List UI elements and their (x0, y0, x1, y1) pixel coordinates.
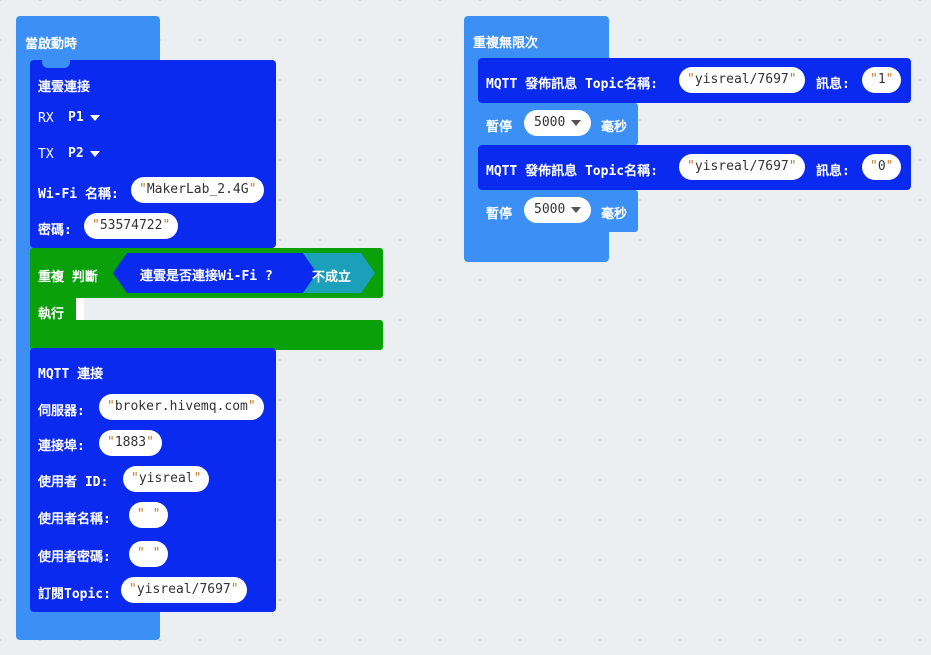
pause1-label: 暫停 (486, 120, 513, 135)
password-value: 53574722 (99, 218, 163, 233)
publish2-topic-input[interactable]: "yisreal/7697" (679, 154, 805, 180)
chevron-down-icon (571, 119, 582, 126)
condition-shape[interactable] (113, 253, 378, 293)
pause1-unit: 毫秒 (601, 120, 628, 135)
user-id-input[interactable]: "yisreal" (123, 466, 210, 492)
publish2-label: MQTT 發佈訊息 Topic名稱: (486, 164, 658, 179)
on-start-label: 當啟動時 (25, 37, 78, 52)
publish2-msg-input[interactable]: "0" (862, 154, 902, 180)
repeat-body-side (30, 296, 76, 322)
subscribe-label: 訂閱Topic: (38, 587, 111, 602)
publish2-msg-label: 訊息: (816, 164, 850, 179)
password-label: 密碼: (38, 223, 72, 238)
condition-label: 連雲是否連接Wi-Fi ? (140, 269, 273, 284)
tx-pin-value: P2 (68, 146, 84, 161)
server-label: 伺服器: (38, 404, 85, 419)
username-input[interactable]: " " (129, 502, 169, 528)
mqtt-connect-title: MQTT 連接 (38, 367, 104, 382)
port-input[interactable]: "1883" (99, 430, 162, 456)
wifi-name-input[interactable]: "MakerLab_2.4G" (131, 177, 265, 203)
pause2-ms-dropdown[interactable]: 5000 (524, 197, 592, 223)
password-input[interactable]: "53574722" (84, 213, 179, 239)
publish1-msg-label: 訊息: (816, 77, 850, 92)
tx-label: TX (38, 147, 54, 162)
tx-pin-dropdown[interactable]: P2 (60, 143, 108, 165)
publish1-label: MQTT 發佈訊息 Topic名稱: (486, 77, 658, 92)
username-value (145, 507, 153, 522)
subscribe-topic-input[interactable]: "yisreal/7697" (121, 577, 247, 603)
server-value: broker.hivemq.com (114, 399, 248, 414)
wifi-label: Wi-Fi 名稱: (38, 187, 119, 202)
block-notch (42, 60, 70, 68)
publish1-msg-input[interactable]: "1" (862, 67, 902, 93)
userpass-value (145, 546, 153, 561)
cloud-connect-title: 連雲連接 (38, 80, 91, 95)
wifi-name-value: MakerLab_2.4G (146, 182, 249, 197)
publish1-msg-value: 1 (877, 72, 886, 87)
username-label: 使用者名稱: (38, 512, 111, 527)
rx-label: RX (38, 111, 54, 126)
chevron-down-icon (89, 150, 100, 157)
pause1-ms-dropdown[interactable]: 5000 (524, 110, 592, 136)
user-id-value: yisreal (138, 471, 194, 486)
pause2-unit: 毫秒 (601, 207, 628, 222)
subscribe-topic-value: yisreal/7697 (136, 582, 231, 597)
rx-pin-dropdown[interactable]: P1 (60, 107, 108, 129)
pause2-label: 暫停 (486, 207, 513, 222)
server-input[interactable]: "broker.hivemq.com" (99, 394, 264, 420)
userpass-label: 使用者密碼: (38, 550, 111, 565)
publish1-topic-value: yisreal/7697 (694, 72, 789, 87)
pause1-value: 5000 (534, 115, 566, 130)
repeat-bottom-bar (30, 320, 383, 350)
userpass-input[interactable]: " " (129, 541, 169, 567)
chevron-down-icon (89, 114, 100, 121)
port-value: 1883 (114, 435, 147, 450)
user-id-label: 使用者 ID: (38, 475, 109, 490)
chevron-down-icon (571, 206, 582, 213)
do-label: 執行 (38, 307, 65, 322)
publish2-topic-value: yisreal/7697 (694, 159, 789, 174)
pause2-value: 5000 (534, 202, 566, 217)
do-empty-slot[interactable] (76, 298, 383, 320)
publish2-msg-value: 0 (877, 159, 886, 174)
port-label: 連接埠: (38, 439, 85, 454)
slot-edge (76, 298, 84, 320)
negation-label: 不成立 (312, 270, 352, 285)
repeat-label: 重複 判斷 (38, 270, 98, 285)
publish1-topic-input[interactable]: "yisreal/7697" (679, 67, 805, 93)
rx-pin-value: P1 (68, 110, 84, 125)
forever-label: 重複無限次 (473, 36, 539, 51)
